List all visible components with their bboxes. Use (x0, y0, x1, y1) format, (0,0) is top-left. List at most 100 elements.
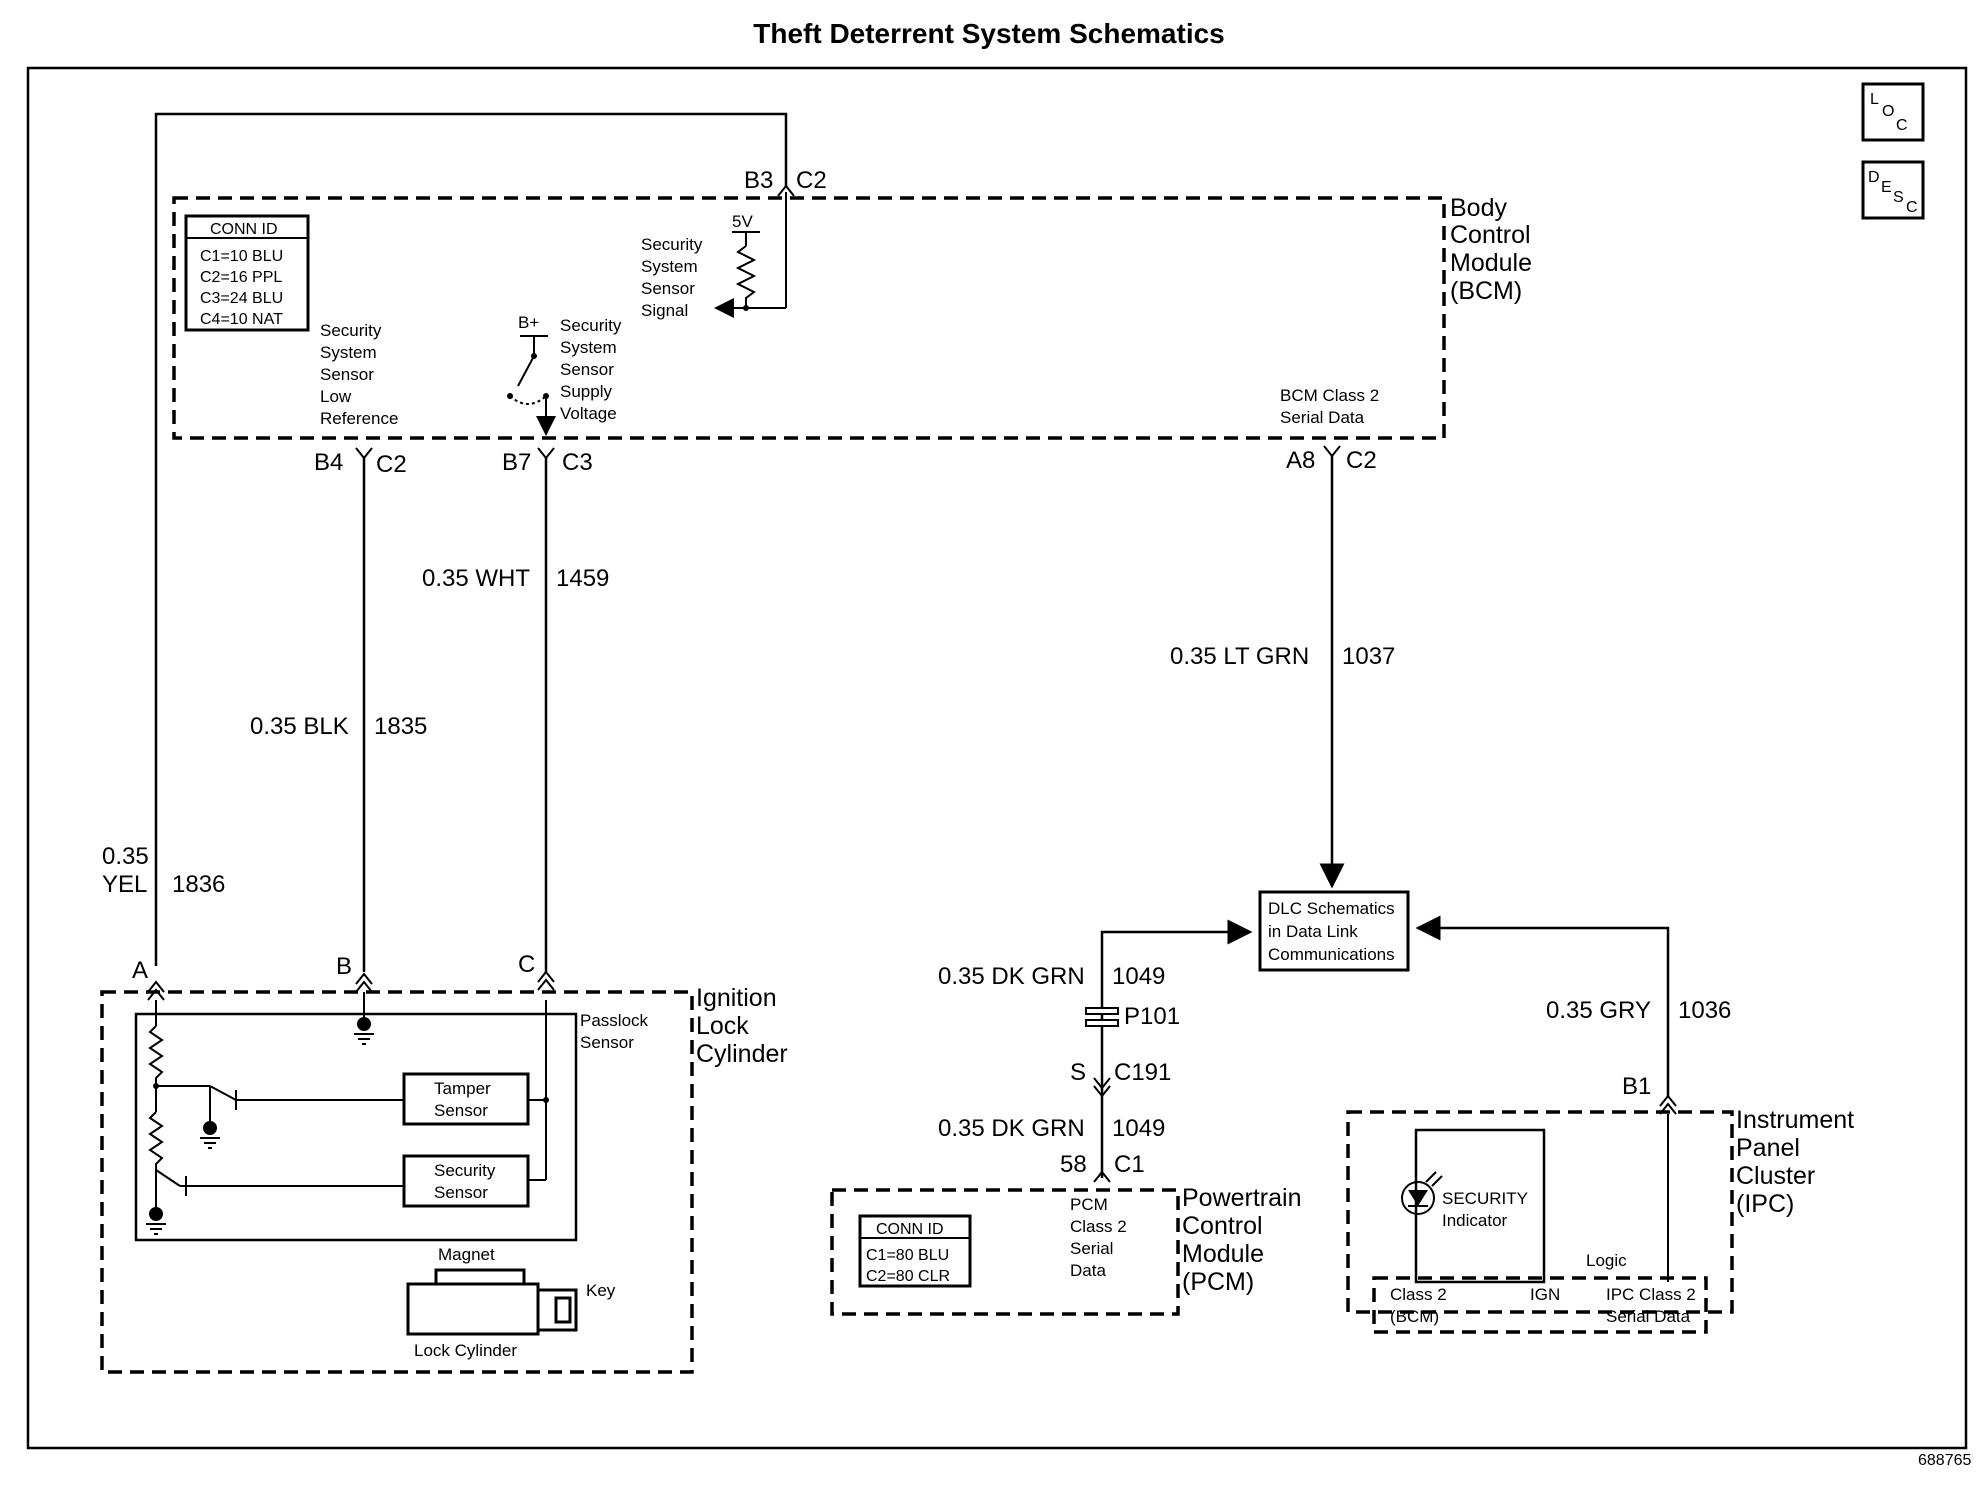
wire-yel-label: 0.35 YEL 1836 (102, 843, 225, 898)
p101-connector-icon (1085, 1007, 1119, 1027)
svg-text:Sensor: Sensor (641, 279, 695, 298)
svg-text:Serial: Serial (1070, 1239, 1113, 1258)
page-title: Theft Deterrent System Schematics (753, 18, 1225, 49)
wire-blk-circuit: 1835 (374, 713, 427, 740)
passlock-label: Passlock Sensor (580, 1011, 649, 1052)
c191-label: C191 (1114, 1059, 1171, 1086)
svg-text:L: L (1870, 91, 1879, 108)
svg-text:Voltage: Voltage (560, 404, 617, 423)
svg-text:C2=16 PPL: C2=16 PPL (200, 269, 282, 286)
bcm-signal-label: Security System Sensor Signal (641, 235, 703, 320)
bcm-pin-a8-conn: C2 (1346, 447, 1377, 474)
svg-text:Ignition: Ignition (696, 984, 777, 1012)
svg-text:Low: Low (320, 387, 352, 406)
dlc-box[interactable]: DLC Schematics in Data Link Communicatio… (1258, 890, 1410, 972)
svg-text:Supply: Supply (560, 382, 612, 401)
desc-icon[interactable]: D E S C (1861, 160, 1925, 220)
ipc-logic-box (1372, 1276, 1708, 1334)
svg-text:Serial Data: Serial Data (1280, 408, 1365, 427)
ground-icon (354, 1017, 374, 1045)
wire-dkgrn2-circuit: 1049 (1112, 1115, 1165, 1142)
lock-cylinder-icon (406, 1268, 578, 1336)
tamper-sensor-box: Tamper Sensor (402, 1072, 530, 1126)
svg-text:Sensor: Sensor (560, 360, 614, 379)
svg-text:Tamper: Tamper (434, 1079, 491, 1098)
bcm-serial-label: BCM Class 2 Serial Data (1280, 386, 1379, 427)
ignition-pin-b: B (336, 953, 352, 980)
five-volt-label: 5V (732, 212, 753, 231)
svg-text:C: C (1906, 199, 1918, 216)
svg-text:Security: Security (434, 1161, 496, 1180)
ipc-ign-label: IGN (1530, 1285, 1560, 1304)
connector-a8-icon (1323, 445, 1341, 458)
svg-text:in Data Link: in Data Link (1268, 922, 1358, 941)
ipc-name: Instrument Panel Cluster (IPC) (1736, 1106, 1854, 1218)
svg-text:Security: Security (641, 235, 703, 254)
wire-gry-color: 0.35 GRY (1546, 997, 1651, 1024)
svg-text:System: System (320, 343, 377, 362)
bcm-pin-b4-conn: C2 (376, 451, 407, 478)
ignition-pin-c: C (518, 951, 535, 978)
b-plus-label: B+ (518, 313, 539, 332)
ipc-serial-label: IPC Class 2 Serial Data (1606, 1285, 1696, 1326)
bcm-module-box (172, 196, 1446, 440)
pcm-pin-c1: C1 (1114, 1151, 1145, 1178)
bcm-pin-b7: B7 (502, 449, 531, 476)
svg-text:Sensor: Sensor (580, 1033, 634, 1052)
svg-text:C4=10 NAT: C4=10 NAT (200, 311, 283, 328)
ipc-class2-label: Class 2 (BCM) (1390, 1285, 1447, 1326)
svg-text:Sensor: Sensor (434, 1101, 488, 1120)
svg-text:Cluster: Cluster (1736, 1162, 1815, 1190)
magnet-label: Magnet (438, 1245, 495, 1264)
svg-text:BCM Class 2: BCM Class 2 (1280, 386, 1379, 405)
svg-text:Class 2: Class 2 (1390, 1285, 1447, 1304)
ignition-name: Ignition Lock Cylinder (696, 984, 788, 1068)
security-indicator-sublabel: Indicator (1442, 1211, 1508, 1230)
svg-text:Passlock: Passlock (580, 1011, 649, 1030)
connector-c-icon-2 (537, 978, 555, 991)
security-indicator-label: SECURITY (1442, 1189, 1528, 1208)
bcm-pin-a8: A8 (1286, 447, 1315, 474)
splice-s-label: S (1070, 1059, 1086, 1086)
svg-text:CONN ID: CONN ID (210, 221, 278, 238)
wire-dkgrn1-circuit: 1049 (1112, 963, 1165, 990)
svg-text:PCM: PCM (1070, 1195, 1108, 1214)
pcm-connector-icon (1093, 1170, 1111, 1183)
svg-text:Sensor: Sensor (320, 365, 374, 384)
connector-a-icon (147, 980, 165, 993)
svg-text:IPC Class 2: IPC Class 2 (1606, 1285, 1696, 1304)
c191-connector-icon-2 (1093, 1085, 1111, 1098)
svg-text:System: System (560, 338, 617, 357)
bcm-low-ref-label: Security System Sensor Low Reference (320, 321, 398, 428)
passlock-circuit (148, 992, 549, 1210)
bcm-conn-id: CONN ID C1=10 BLU C2=16 PPL C3=24 BLU C4… (184, 214, 310, 332)
pcm-serial-label: PCM Class 2 Serial Data (1070, 1195, 1127, 1280)
security-sensor-box: Security Sensor (402, 1154, 530, 1208)
bcm-supply-label: Security System Sensor Supply Voltage (560, 316, 622, 423)
svg-text:Serial Data: Serial Data (1606, 1307, 1691, 1326)
ipc-module-box (1346, 1110, 1734, 1314)
connector-c-icon (537, 970, 555, 983)
svg-text:System: System (641, 257, 698, 276)
loc-icon[interactable]: L O C (1861, 82, 1925, 142)
svg-text:Control: Control (1182, 1212, 1263, 1240)
security-indicator-icon (1401, 1171, 1443, 1215)
connector-b1-icon (1659, 1094, 1677, 1107)
svg-text:C3=24 BLU: C3=24 BLU (200, 290, 283, 307)
ignition-pin-a: A (132, 957, 148, 984)
svg-text:Communications: Communications (1268, 945, 1395, 964)
svg-text:C2=80 CLR: C2=80 CLR (866, 1268, 950, 1285)
svg-text:Control: Control (1450, 221, 1531, 249)
svg-text:Panel: Panel (1736, 1134, 1800, 1162)
svg-text:(BCM): (BCM) (1450, 277, 1522, 305)
wire-dkgrn1-color: 0.35 DK GRN (938, 963, 1085, 990)
svg-text:C1=80 BLU: C1=80 BLU (866, 1247, 949, 1264)
svg-text:(IPC): (IPC) (1736, 1190, 1794, 1218)
bcm-pin-b7-conn: C3 (562, 449, 593, 476)
pcm-pin-58: 58 (1060, 1151, 1087, 1178)
svg-text:Sensor: Sensor (434, 1183, 488, 1202)
supply-switch-icon (507, 335, 556, 436)
bcm-pin-b3-conn: C2 (796, 167, 827, 194)
ignition-module-box (100, 990, 694, 1374)
